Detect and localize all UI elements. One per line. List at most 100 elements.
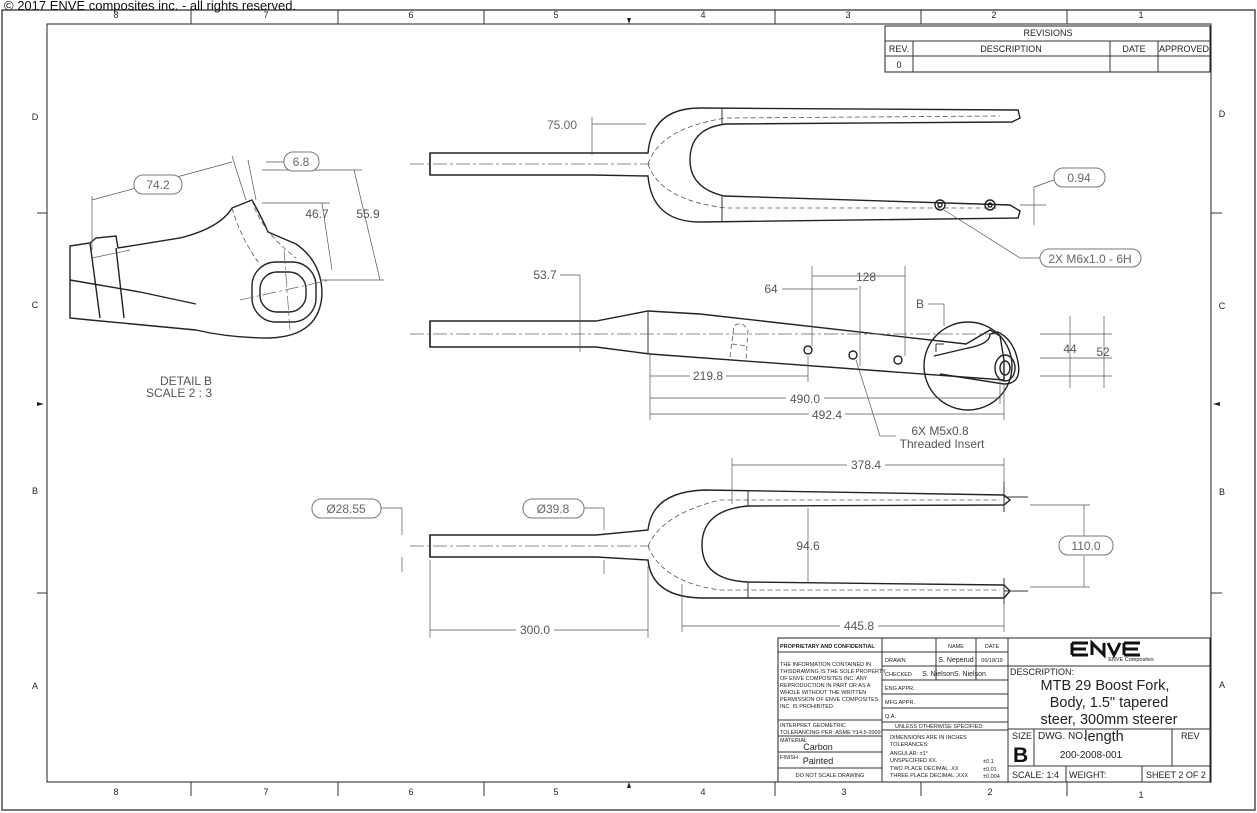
grid-col-4-top: 4: [700, 10, 705, 20]
tb-drawn-label: DRAWN: [885, 658, 906, 664]
tb-material: Carbon: [803, 742, 833, 752]
grid-col-8-bottom: 8: [113, 787, 118, 797]
tb-sheet: SHEET 2 OF 2: [1146, 770, 1206, 780]
grid-row-b-left: B: [32, 486, 38, 496]
revisions-table: REVISIONS REV. DESCRIPTION DATE APPROVED…: [884, 25, 1211, 73]
grid-col-1-bottom: 1: [1138, 790, 1143, 800]
tb-proprietary-line-2: THISDRAWING IS THE SOLE PROPERTY: [780, 669, 886, 675]
grid-row-a-left: A: [32, 681, 38, 691]
side-note-line1: 6X M5x0.8: [911, 424, 969, 438]
detail-dim-6-8: 6.8: [293, 155, 310, 169]
tb-tol-line-6: THREE PLACE DECIMAL .XXX: [890, 773, 968, 779]
revisions-header-approved: APPROVED: [1159, 44, 1210, 54]
tb-eng-label: ENG APPR.: [885, 686, 915, 692]
grid-col-6-top: 6: [408, 10, 413, 20]
top-note-threads: 2X M6x1.0 - 6H: [1048, 252, 1131, 266]
tb-tol-line-3: ANGULAR: ±1°: [890, 751, 928, 757]
bottom-dim-300: 300.0: [520, 623, 550, 637]
tb-interpret-line-2: TOLERANCING PER: ASME Y14.5-2009: [780, 730, 881, 736]
tb-proprietary-line-4: REPRODUCTION IN PART OR AS A: [780, 683, 871, 689]
grid-col-5-bottom: 5: [553, 787, 558, 797]
tb-unless: UNLESS OTHERWISE SPECIFIED:: [895, 724, 984, 730]
grid-row-d-right: D: [1219, 109, 1226, 119]
tb-size-label: SIZE: [1012, 731, 1032, 741]
bottom-dim-94-6: 94.6: [796, 539, 820, 553]
side-dim-64: 64: [764, 282, 778, 296]
grid-row-b-right: B: [1219, 487, 1225, 497]
grid-col-7-bottom: 7: [263, 787, 268, 797]
grid-col-8-top: 8: [113, 10, 118, 20]
grid-row-c-left: C: [32, 300, 39, 310]
tb-interpret-line-1: INTERPRET GEOMETRIC: [780, 723, 846, 729]
revisions-header-description: DESCRIPTION: [980, 44, 1042, 54]
revision-row-rev: 0: [896, 60, 901, 70]
tb-proprietary-line-6: PERMISSION OF ENVE COMPOSITES: [780, 697, 879, 703]
revisions-header-rev: REV.: [889, 44, 909, 54]
grid-col-2-bottom: 2: [987, 787, 992, 797]
enve-logo: [1070, 639, 1140, 659]
tb-drawn-date: 06/18/19: [981, 658, 1002, 664]
side-callout-b: B: [916, 297, 924, 311]
tb-proprietary-line-5: WHOLE WITHOUT THE WRITTEN: [780, 690, 866, 696]
tb-description-line-1: MTB 29 Boost Fork,: [1041, 678, 1170, 694]
tb-tol-value-3: ±0.004: [983, 774, 1000, 780]
tb-finish: Painted: [803, 756, 834, 766]
tb-scale: SCALE: 1:4: [1012, 770, 1059, 780]
top-dim-0-94: 0.94: [1067, 171, 1091, 185]
grid-col-1-top: 1: [1138, 10, 1143, 20]
side-note-line2: Threaded Insert: [900, 437, 985, 451]
side-dim-53-7: 53.7: [533, 268, 557, 282]
grid-row-d-left: D: [32, 112, 39, 122]
detail-dim-55-9: 55.9: [356, 207, 380, 221]
side-dim-52: 52: [1096, 345, 1110, 359]
tb-description-line-2: Body, 1.5" tapered: [1050, 695, 1169, 711]
tb-description-line-3: steer, 300mm steerer: [1041, 712, 1178, 728]
tb-rev-label: REV: [1181, 731, 1200, 741]
detail-b-view: 74.2 6.8 46.7 55.9 DETAIL B SCALE 2 : 3: [69, 151, 384, 400]
side-dim-492-4: 492.4: [812, 408, 842, 422]
grid-col-3-bottom: 3: [841, 787, 846, 797]
tb-date-header: DATE: [985, 644, 1000, 650]
title-block: PROPRIETARY AND CONFIDENTIAL THE INFORMA…: [777, 637, 1211, 783]
grid-col-3-top: 3: [845, 10, 850, 20]
revisions-header-date: DATE: [1122, 44, 1145, 54]
detail-dim-74-2: 74.2: [146, 178, 170, 192]
side-dim-490: 490.0: [790, 392, 820, 406]
tb-proprietary-line-1: THE INFORMATION CONTAINED IN: [780, 662, 871, 668]
grid-col-7-top: 7: [263, 10, 268, 20]
grid-col-5-top: 5: [553, 10, 558, 20]
detail-label: DETAIL B: [160, 374, 212, 388]
enve-logo-sub: ENVE Composites: [1108, 657, 1154, 663]
tb-dwg-no: 200-2008-001: [1060, 750, 1123, 761]
grid-row-c-right: C: [1219, 301, 1226, 311]
centering-marks: [37, 18, 1220, 788]
bottom-dim-dia-39-8: Ø39.8: [537, 502, 570, 516]
tb-proprietary-line-7: INC. IS PROHIBITED.: [780, 704, 835, 710]
tb-mfg-label: MFG APPR.: [885, 700, 915, 706]
bottom-dim-dia-28-55: Ø28.55: [326, 502, 366, 516]
tb-finish-label: FINISH: [780, 755, 798, 761]
top-view: 75.00 0.94 2X M6x1.0 - 6H: [410, 107, 1142, 268]
zone-ticks: [37, 10, 1222, 796]
tb-tol-line-5: TWO PLACE DECIMAL .XX: [890, 766, 959, 772]
side-dim-219-8: 219.8: [693, 369, 723, 383]
tb-tol-line-1: DIMENSIONS ARE IN INCHES: [890, 735, 967, 741]
tb-qa-label: Q.A.: [885, 714, 896, 720]
tb-checked-label: CHECKED: [885, 672, 912, 678]
tb-dwg-label: DWG. NO.: [1038, 731, 1086, 742]
tb-drawn-name: S. Neperud: [938, 657, 974, 664]
grid-col-6-bottom: 6: [408, 787, 413, 797]
detail-dim-46-7: 46.7: [305, 207, 329, 221]
bottom-view: Ø28.55 Ø39.8 378.4 94.6 110.0 300.0: [311, 458, 1114, 638]
tb-checked-name: S. NielsonS. Nielson: [922, 671, 986, 678]
outer-frame: [1, 9, 1256, 811]
bottom-dim-445-8: 445.8: [844, 619, 874, 633]
side-dim-44: 44: [1063, 342, 1077, 356]
tb-description-label: DESCRIPTION:: [1010, 667, 1074, 677]
side-dim-128: 128: [856, 270, 876, 284]
grid-row-a-right: A: [1219, 680, 1225, 690]
revisions-title: REVISIONS: [1023, 28, 1072, 38]
tb-do-not-scale: DO NOT SCALE DRAWING: [796, 773, 865, 779]
tb-proprietary-line-3: OF ENVE COMPOSITES INC. ANY: [780, 676, 868, 682]
